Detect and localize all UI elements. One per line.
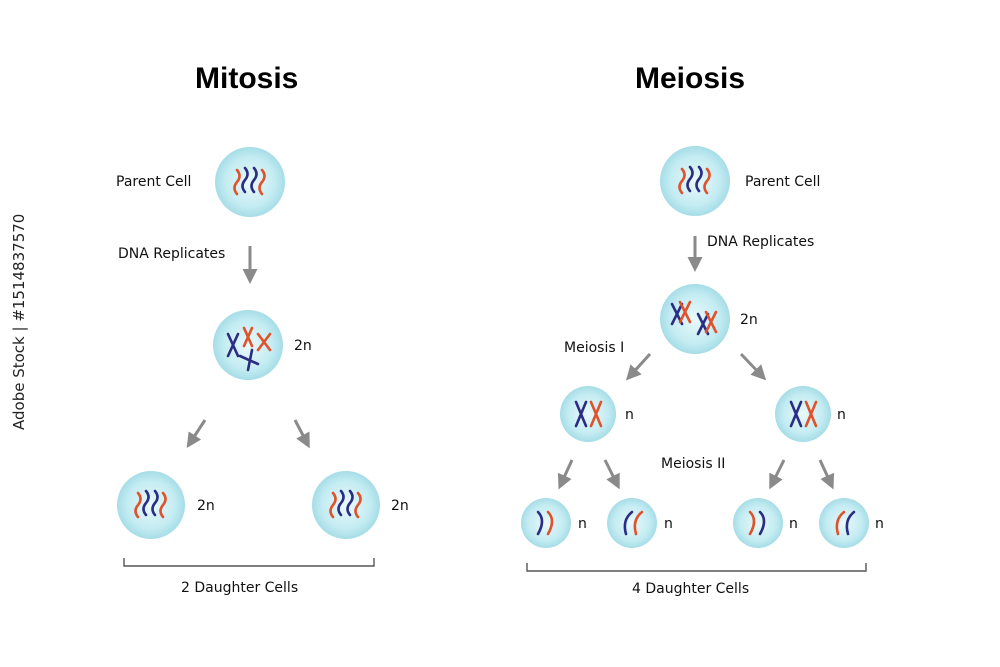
stock-watermark: Adobe Stock | #1514837570 — [10, 213, 28, 430]
meiosis-intermediate-ploidy-right: n — [837, 407, 846, 423]
meiosis-daughter-cell-4 — [819, 498, 869, 548]
mitosis-step-label: DNA Replicates — [118, 246, 226, 262]
meiosis2-arrow-4 — [818, 459, 835, 490]
meiosis1-arrow-left — [625, 352, 652, 381]
meiosis2-arrow-3 — [769, 459, 786, 490]
meiosis1-arrow-right — [739, 352, 767, 381]
mitosis-replicated-ploidy: 2n — [294, 338, 312, 354]
meiosis-daughter-cell-3 — [733, 498, 783, 548]
meiosis-parent-label: Parent Cell — [745, 174, 821, 190]
meiosis-daughter-ploidy-2: n — [664, 516, 673, 532]
mitosis-replicated-cell — [213, 310, 283, 380]
mitosis-parent-label: Parent Cell — [116, 174, 192, 190]
mitosis-arrow-right — [293, 419, 310, 449]
meiosis-replicated-ploidy: 2n — [740, 312, 758, 328]
meiosis-intermediate-cell-left — [560, 386, 616, 442]
mitosis-parent-cell — [215, 147, 285, 217]
mitosis-arrow-left — [186, 419, 207, 449]
meiosis2-arrow-2 — [603, 459, 620, 490]
meiosis-daughter-ploidy-3: n — [789, 516, 798, 532]
mitosis-daughter-cell-right — [312, 471, 380, 539]
mitosis-bracket — [123, 558, 375, 567]
meiosis-daughter-cell-1 — [521, 498, 571, 548]
mitosis-title: Mitosis — [195, 62, 299, 95]
meiosis-intermediate-ploidy-left: n — [625, 407, 634, 423]
meiosis-bracket — [526, 563, 867, 572]
mitosis-daughters-label: 2 Daughter Cells — [181, 580, 299, 596]
meiosis-daughters-label: 4 Daughter Cells — [632, 581, 750, 597]
meiosis-daughter-cell-2 — [607, 498, 657, 548]
mitosis-daughter-ploidy-right: 2n — [391, 498, 409, 514]
meiosis-intermediate-cell-right — [775, 386, 831, 442]
meiosis2-arrow-1 — [557, 459, 574, 490]
meiosis-parent-cell — [660, 146, 730, 216]
mitosis-daughter-cell-left — [117, 471, 185, 539]
meiosis-daughter-ploidy-1: n — [578, 516, 587, 532]
meiosis1-label: Meiosis I — [564, 340, 625, 356]
meiosis-replicated-cell — [660, 284, 730, 354]
meiosis-title: Meiosis — [635, 62, 746, 95]
meiosis2-label: Meiosis II — [661, 456, 726, 472]
meiosis-step-label: DNA Replicates — [707, 234, 815, 250]
mitosis-daughter-ploidy-left: 2n — [197, 498, 215, 514]
meiosis-daughter-ploidy-4: n — [875, 516, 884, 532]
